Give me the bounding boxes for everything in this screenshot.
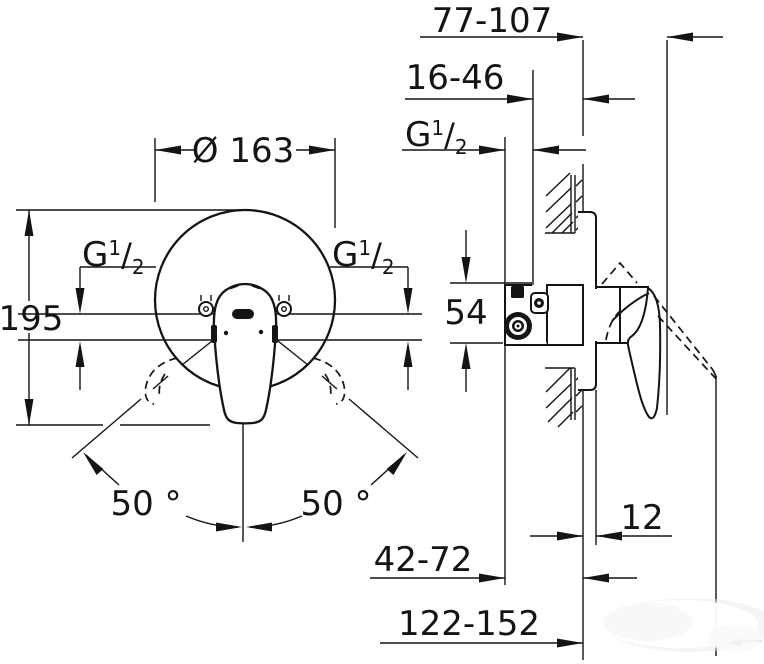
- dimension-offset-range: 77-107: [420, 1, 723, 42]
- dimension-thread-right: G1/2: [330, 235, 413, 390]
- dimension-valve-height: 54: [444, 230, 532, 392]
- angle-right-label: 50 °: [300, 484, 371, 524]
- thread-fitting-right: [276, 295, 292, 317]
- height-label: 195: [0, 299, 63, 339]
- dimension-thread-side: G1/2: [402, 115, 586, 159]
- thread-left-label: G1/2: [82, 235, 145, 279]
- total-range-label: 122-152: [398, 604, 540, 644]
- thread-right-label: G1/2: [332, 235, 395, 279]
- dimension-thread-left: G1/2: [75, 235, 156, 390]
- valve-height-label: 54: [444, 293, 487, 333]
- side-view: 77-107 16-46 G1/2 54: [370, 1, 764, 660]
- dimension-height: 195: [0, 210, 63, 425]
- wall-hatch-lower: [545, 367, 583, 428]
- lever-swing-diagonals: [71, 336, 419, 459]
- lever-handle-side: [611, 286, 662, 420]
- handle-screw-dot-left: [223, 330, 229, 336]
- dimension-depth-range: 42-72: [370, 540, 637, 583]
- valve-body: [546, 284, 584, 346]
- handle-pivot-slot: [232, 309, 254, 319]
- handle-blade-side: [626, 286, 662, 420]
- depth-range-label: 42-72: [374, 540, 473, 580]
- supply-elbow: [504, 284, 549, 346]
- offset-range-label: 77-107: [432, 1, 552, 41]
- thread-fitting-left: [198, 295, 214, 317]
- lever-dashed-position-left: [144, 357, 178, 405]
- connection-nipple-right: [272, 325, 278, 343]
- pipe-union-rings: [504, 312, 532, 340]
- front-view: Ø 163 195 G1/2 G1/2: [0, 131, 422, 542]
- inset-range-label: 16-46: [406, 58, 505, 98]
- handle-screw-dot-right: [258, 329, 264, 335]
- lever-handle-front: [212, 282, 278, 425]
- reference-lines: [504, 40, 717, 660]
- cartridge-neck: [594, 286, 631, 344]
- diameter-label: Ø 163: [192, 131, 294, 171]
- plate-thickness-label: 12: [620, 498, 663, 538]
- angle-left-label: 50 °: [110, 484, 181, 524]
- dimension-diameter: Ø 163: [154, 131, 336, 228]
- dimension-inset-range: 16-46: [405, 58, 635, 104]
- watermark-smudge: [602, 598, 764, 652]
- dimension-angle-right: 50 °: [246, 452, 407, 532]
- thread-side-label: G1/2: [405, 115, 468, 159]
- handle-cap-seam-marks: [229, 283, 261, 290]
- wall-hatch-upper: [545, 172, 583, 234]
- handle-dashed-position-side: [601, 261, 719, 382]
- connection-nipple-left: [211, 325, 217, 343]
- dimension-angle-left: 50 °: [83, 452, 242, 532]
- dimension-plate-thickness: 12: [530, 498, 672, 541]
- lever-dashed-position-right: [312, 357, 346, 405]
